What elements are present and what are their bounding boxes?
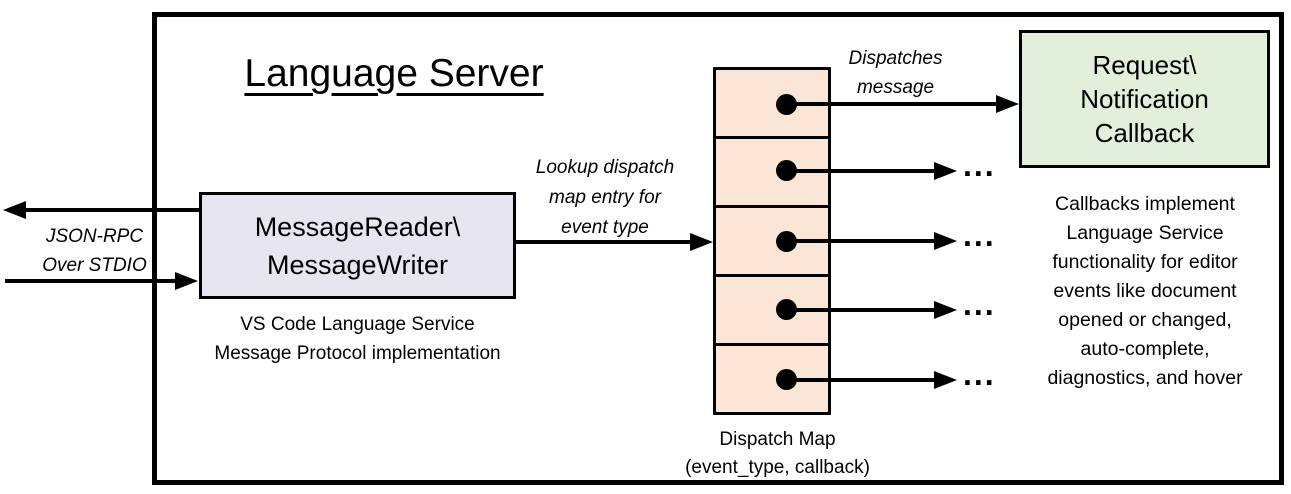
dispatch-entry-dot-icon bbox=[776, 299, 797, 320]
message-box-caption: VS Code Language Service Message Protoco… bbox=[214, 314, 501, 364]
ellipsis-3: ... bbox=[963, 217, 996, 253]
ellipsis-5: ... bbox=[963, 356, 996, 392]
dispatch-map-label: Dispatch Map (event_type, callback) bbox=[685, 429, 870, 478]
diagram-title: Language Server bbox=[244, 52, 544, 95]
arrow-dispatch-5-head-icon bbox=[934, 371, 957, 389]
arrow-out-line bbox=[24, 208, 200, 212]
arrow-dispatch-1-line bbox=[787, 102, 998, 106]
language-server-container-box bbox=[152, 12, 1284, 485]
dispatches-message-label: Dispatches message bbox=[848, 48, 943, 98]
arrow-dispatch-1-head-icon bbox=[996, 95, 1019, 113]
arrow-dispatch-5-line bbox=[787, 378, 936, 382]
dispatch-map-cell bbox=[716, 205, 828, 274]
json-rpc-stdio-label: JSON-RPC Over STDIO bbox=[42, 226, 147, 276]
dispatch-entry-dot-icon bbox=[776, 231, 797, 252]
arrow-dispatch-4-line bbox=[787, 308, 936, 312]
dispatch-entry-dot-icon bbox=[776, 160, 797, 181]
dispatch-map-cell bbox=[716, 136, 828, 205]
ellipsis-2: ... bbox=[963, 147, 996, 183]
request-notification-callback-box: Request\ Notification Callback bbox=[1019, 30, 1270, 168]
arrow-in-right-head-icon bbox=[175, 272, 198, 290]
arrow-lookup-head-icon bbox=[690, 233, 713, 251]
arrow-dispatch-2-head-icon bbox=[934, 162, 957, 180]
ellipsis-4: ... bbox=[963, 286, 996, 322]
dispatch-entry-dot-icon bbox=[776, 369, 797, 390]
dispatch-map-cell bbox=[716, 274, 828, 343]
arrow-dispatch-3-line bbox=[787, 239, 936, 243]
arrow-lookup-line bbox=[515, 240, 694, 244]
dispatch-map-cell bbox=[716, 343, 828, 412]
arrow-in-line bbox=[5, 279, 178, 283]
arrow-dispatch-3-head-icon bbox=[934, 232, 957, 250]
dispatch-entry-dot-icon bbox=[776, 94, 797, 115]
arrow-out-left-head-icon bbox=[3, 201, 26, 219]
lookup-dispatch-label: Lookup dispatch map entry for event type bbox=[535, 157, 675, 238]
callback-caption: Callbacks implement Language Service fun… bbox=[1047, 193, 1243, 389]
arrow-dispatch-4-head-icon bbox=[934, 301, 957, 319]
arrow-dispatch-2-line bbox=[787, 169, 936, 173]
message-reader-writer-box: MessageReader\ MessageWriter bbox=[199, 192, 516, 299]
